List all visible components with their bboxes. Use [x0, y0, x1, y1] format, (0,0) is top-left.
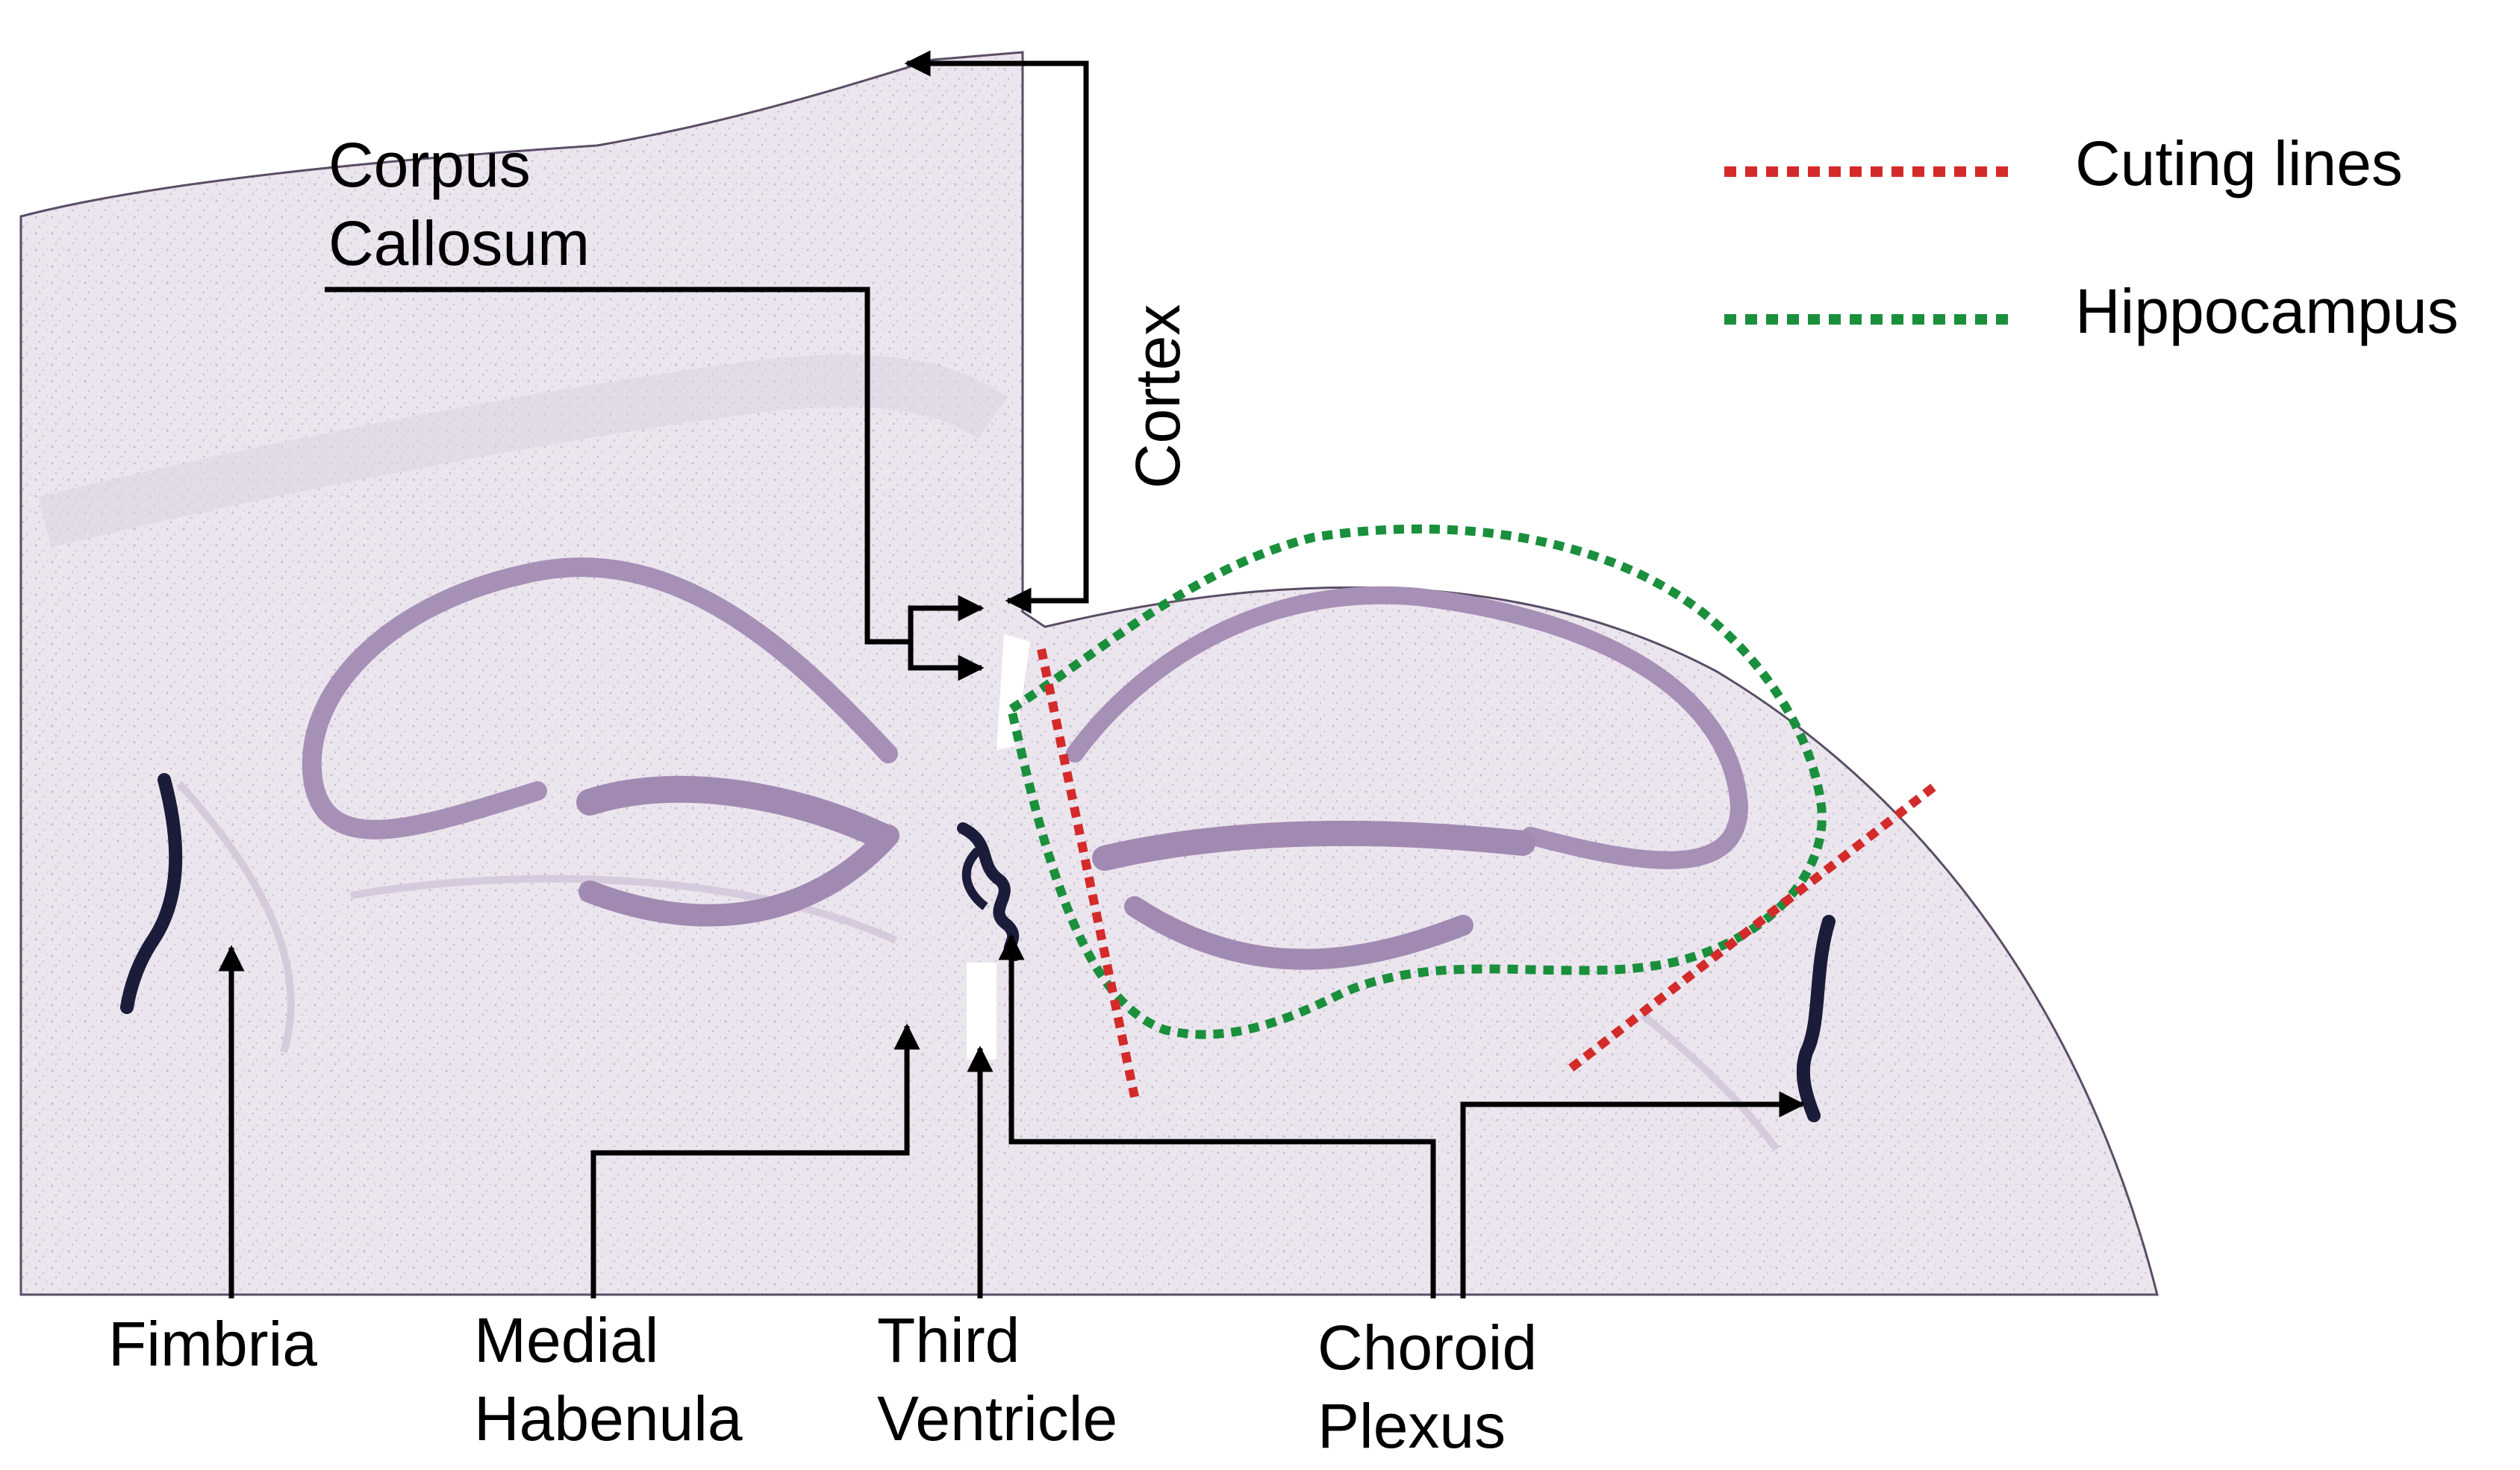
right-hippocampus [1066, 586, 1749, 970]
midline-gap [997, 634, 1030, 750]
third-ventricle-label-1: Third [877, 1305, 1020, 1375]
tissue-background [19, 51, 2159, 1296]
left-hippocampus-ca-layer [302, 557, 898, 839]
right-hippocampus-ca-layer [1066, 586, 1749, 869]
choroid-plexus-arrow-2 [1460, 1091, 1806, 1298]
fimbria-label: Fimbria [108, 1309, 317, 1379]
left-plexus [120, 773, 183, 1014]
corpus-callosum-label-1: Corpus [328, 130, 531, 200]
medial-habenula-label-1: Medial [474, 1305, 658, 1375]
legend-hippocampus-label: Hippocampus [2075, 276, 2459, 346]
corpus-callosum-arrow-lower [908, 642, 985, 681]
tissue-curve-left [176, 781, 295, 1054]
medial-habenula-arrow [590, 1023, 920, 1298]
right-plexus [1796, 915, 1836, 1122]
tissue-curve-right [1639, 1012, 1780, 1152]
legend: Cuting lines Hippocampus [1724, 128, 2459, 346]
corpus-callosum-label-2: Callosum [328, 208, 590, 278]
left-dentate-lower [578, 825, 899, 927]
choroid-plexus-label-2: Plexus [1317, 1391, 1506, 1461]
third-ventricle-cavity [967, 963, 997, 1060]
right-dentate-lower [1124, 896, 1473, 970]
left-dentate-upper [576, 775, 894, 849]
left-hippocampus [302, 557, 899, 927]
choroid-plexus-label-1: Choroid [1317, 1313, 1537, 1383]
choroid-plexus-arrow-1 [998, 933, 1436, 1298]
hippocampus-outline [1006, 524, 1827, 1039]
cutting-line-2 [1565, 784, 1936, 1075]
cortex-label: Cortex [1123, 304, 1193, 489]
corpus-callosum-arrow [325, 287, 911, 645]
cortex-arrow [904, 50, 1089, 614]
legend-cutting-lines-label: Cuting lines [2075, 128, 2403, 198]
right-dentate-upper [1092, 820, 1535, 871]
annotation-arrows [218, 50, 1806, 1298]
third-ventricle-plexus-2 [961, 847, 988, 910]
tissue-curve-bottom [350, 875, 898, 944]
medial-habenula-label-2: Habenula [474, 1383, 743, 1454]
cutting-line-1 [1037, 648, 1139, 1098]
labels: Corpus Callosum Cortex Fimbria Medial Ha… [108, 130, 1537, 1461]
third-ventricle-label-2: Ventricle [877, 1383, 1117, 1454]
corpus-callosum-arrow-upper [908, 595, 985, 642]
